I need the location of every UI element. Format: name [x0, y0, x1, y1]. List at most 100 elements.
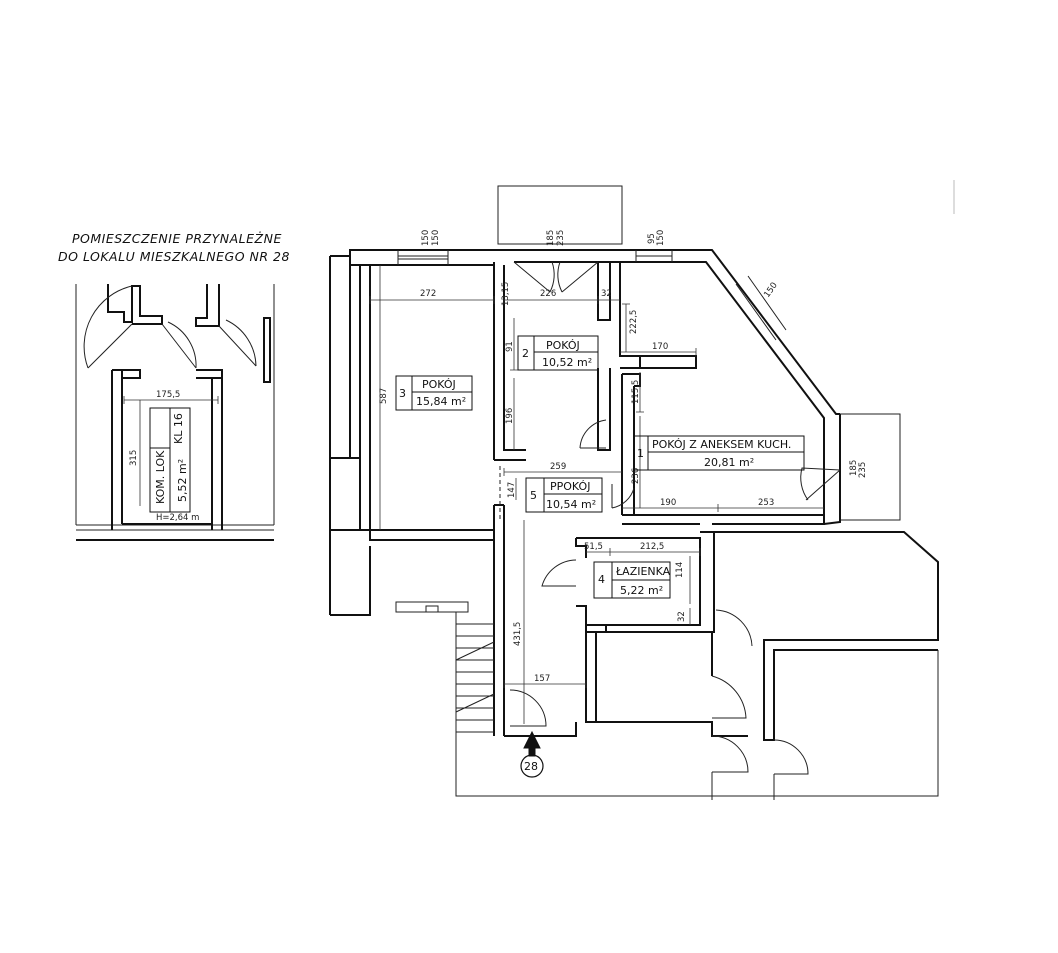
dim-222-5: 222,5 [629, 310, 639, 334]
wall-room3-west [350, 265, 371, 531]
wall-neighbour-right [714, 531, 939, 741]
annex-wall-right-stub [263, 317, 271, 383]
room-1-label: 1 POKÓJ Z ANEKSEM KUCH. 20,81 m² [633, 435, 805, 471]
window-dim-235-b: 235 [858, 462, 868, 478]
room-5-number: 5 [530, 489, 537, 502]
room-1-number: 1 [637, 447, 644, 460]
wall-room2-room1 [597, 262, 611, 451]
entrance-number: 28 [524, 760, 538, 773]
dim-114: 114 [675, 562, 685, 578]
window-dim-150-b: 150 [431, 230, 441, 246]
annex-cell-walls [111, 370, 223, 530]
dim-431-5: 431,5 [513, 622, 523, 646]
outer-wall-outer [329, 249, 840, 615]
window-dim-150-d: 150 [762, 281, 780, 300]
door-neighbour-4 [773, 739, 809, 800]
dim-32-bath: 32 [677, 611, 687, 622]
window-dim-185-a: 185 [546, 230, 556, 246]
balcony-top [497, 185, 623, 245]
dim-170: 170 [652, 342, 668, 352]
window-dim-185-b: 185 [849, 460, 859, 476]
dim-91: 91 [505, 341, 515, 352]
entrance-arrow-icon [523, 730, 541, 757]
annex-door-swing-1 [83, 285, 133, 369]
room-5-name: PPOKÓJ [550, 480, 590, 493]
room-4-name: ŁAZIENKA [615, 565, 671, 578]
dim-587: 587 [379, 388, 389, 404]
door-room2 [579, 419, 607, 449]
main-plan: 272 226 32 13,15 222,5 170 115,5 91 587 … [329, 180, 955, 800]
annex-dim-height: 315 [129, 450, 139, 466]
room-5-area: 10,54 m² [546, 498, 596, 511]
room-3-number: 3 [399, 387, 406, 400]
annex-plan: POMIESZCZENIE PRZYNALEŻNE DO LOKALU MIES… [58, 231, 290, 541]
window-room3 [397, 250, 449, 265]
room-1-area: 20,81 m² [704, 456, 754, 469]
window-room1-diag [735, 275, 787, 341]
room-1-name: POKÓJ Z ANEKSEM KUCH. [652, 438, 791, 451]
dim-147: 147 [507, 482, 517, 498]
wall-sw-block [330, 457, 371, 616]
room-3-label: 3 POKÓJ 15,84 m² [395, 375, 473, 411]
window-dim-150-c: 150 [656, 230, 666, 246]
wall-room3-south [369, 529, 495, 541]
wall-storage [586, 631, 748, 737]
window-dim-95: 95 [647, 233, 657, 244]
dim-115-5: 115,5 [631, 380, 641, 404]
wall-room1-south [622, 514, 825, 525]
dim-51-5: 51,5 [584, 542, 603, 552]
entrance-circle [520, 754, 544, 778]
window-room1-top [635, 250, 673, 262]
entrance-marker: 28 [520, 730, 544, 778]
door-bathroom [541, 559, 577, 587]
wall-corridor-west [493, 504, 505, 736]
dim-259: 259 [550, 462, 566, 472]
door-neighbour-3 [711, 735, 749, 800]
room-2-number: 2 [522, 347, 529, 360]
room-4-label: 4 ŁAZIENKA 5,22 m² [593, 561, 671, 599]
room-4-area: 5,22 m² [620, 584, 663, 597]
annex-door-swing-3 [225, 319, 257, 367]
dim-190: 190 [660, 498, 676, 508]
dim-236: 236 [631, 468, 641, 484]
outer-wall-east [823, 414, 841, 525]
door-room1 [611, 484, 635, 509]
annex-cell-top [112, 369, 223, 379]
window-dim-150-a: 150 [421, 230, 431, 246]
annex-height: H=2,64 m [156, 513, 199, 523]
door-neighbour-1 [711, 675, 747, 719]
annex-title-line2: DO LOKALU MIESZKALNEGO NR 28 [58, 249, 290, 264]
annex-room-code: KL 16 [172, 413, 185, 444]
annex-door-leaf-1 [87, 323, 133, 369]
room-2-area: 10,52 m² [542, 356, 592, 369]
dimension-lines [369, 265, 824, 724]
annex-wall-top-left [107, 284, 163, 325]
dim-272: 272 [420, 289, 436, 299]
annex-frame [75, 284, 275, 526]
annex-wall-top-right [195, 284, 220, 327]
room-3-name: POKÓJ [422, 378, 456, 391]
door-entrance [509, 689, 547, 727]
wall-room1-stub [640, 355, 697, 369]
room-3-area: 15,84 m² [416, 395, 466, 408]
dim-32-top: 32 [601, 289, 612, 299]
dim-253: 253 [758, 498, 774, 508]
dim-157: 157 [534, 674, 550, 684]
room-2-name: POKÓJ [546, 339, 580, 352]
door-balcony-right [800, 467, 841, 501]
annex-door-leaf-3 [218, 325, 257, 367]
wall-site-boundary [455, 650, 939, 797]
annex-room-area: 5,52 m² [176, 459, 189, 502]
dim-226: 226 [540, 289, 556, 299]
annex-door-swing-2 [167, 321, 197, 369]
dim-212-5: 212,5 [640, 542, 664, 552]
room-5-label: 5 PPOKÓJ 10,54 m² [525, 477, 603, 513]
room-4-number: 4 [598, 573, 605, 586]
dim-13-15: 13,15 [501, 282, 511, 306]
annex-title-line1: POMIESZCZENIE PRZYNALEŻNE [72, 231, 282, 246]
window-dim-235-a: 235 [556, 230, 566, 246]
balcony-right [840, 413, 901, 521]
annex-room-name: KOM. LOK [154, 450, 167, 504]
door-neighbour-2 [715, 609, 753, 647]
